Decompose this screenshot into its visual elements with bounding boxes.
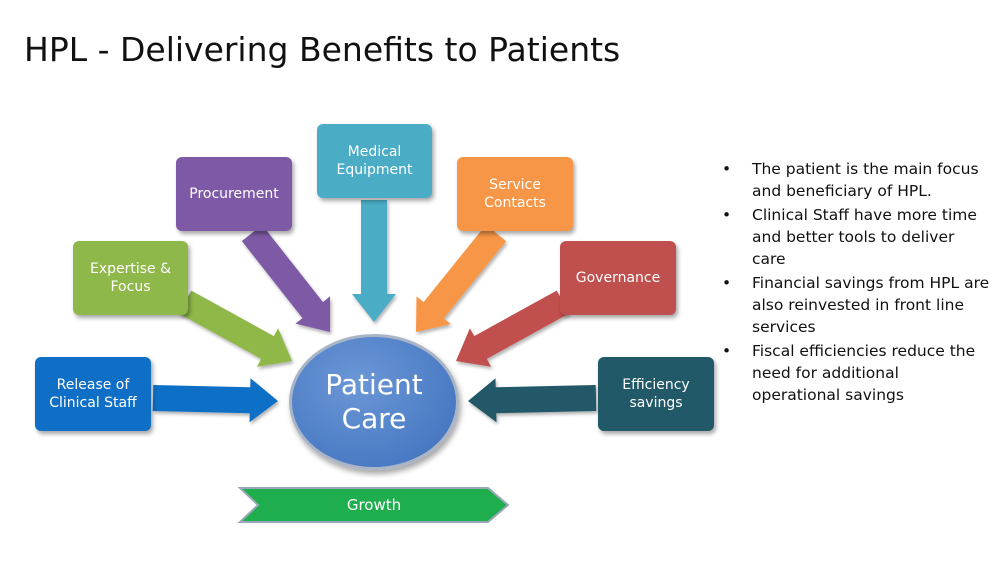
box-medical-label: Medical Equipment bbox=[336, 144, 413, 178]
box-expertise-label: Expertise & Focus bbox=[89, 261, 172, 295]
box-procurement-label: Procurement bbox=[189, 186, 279, 202]
arrow-medical bbox=[352, 200, 396, 322]
box-medical-equipment: Medical Equipment bbox=[317, 124, 432, 198]
box-expertise-focus: Expertise & Focus bbox=[73, 241, 188, 315]
box-efficiency-savings: Efficiency savings bbox=[598, 357, 714, 431]
box-procurement: Procurement bbox=[176, 157, 292, 231]
box-governance: Governance bbox=[560, 241, 676, 315]
patient-care-label: Patient Care bbox=[325, 368, 423, 435]
growth-arrow bbox=[237, 487, 510, 523]
slide-title: HPL - Delivering Benefits to Patients bbox=[24, 30, 621, 69]
patient-care-circle: Patient Care bbox=[289, 334, 459, 470]
box-release-label: Release of Clinical Staff bbox=[49, 377, 137, 411]
arrow-service bbox=[416, 224, 507, 332]
arrow-release bbox=[152, 378, 278, 423]
benefits-bullet-list: The patient is the main focus and benefi… bbox=[722, 158, 992, 408]
arrow-expertise bbox=[178, 290, 292, 367]
bullet-item: The patient is the main focus and benefi… bbox=[722, 158, 992, 202]
bullet-item: Financial savings from HPL are also rein… bbox=[722, 272, 992, 338]
arrow-governance bbox=[456, 290, 570, 367]
growth-label: Growth bbox=[346, 496, 402, 514]
bullet-item: Fiscal efficiencies reduce the need for … bbox=[722, 340, 992, 406]
box-service-contacts: Service Contacts bbox=[457, 157, 573, 231]
bullet-item: Clinical Staff have more time and better… bbox=[722, 204, 992, 270]
arrow-efficiency bbox=[468, 378, 597, 423]
box-governance-label: Governance bbox=[575, 270, 661, 286]
box-service-label: Service Contacts bbox=[484, 177, 546, 211]
arrow-procurement bbox=[241, 225, 330, 332]
box-release-of-clinical-staff: Release of Clinical Staff bbox=[35, 357, 151, 431]
box-efficiency-label: Efficiency savings bbox=[622, 377, 690, 411]
